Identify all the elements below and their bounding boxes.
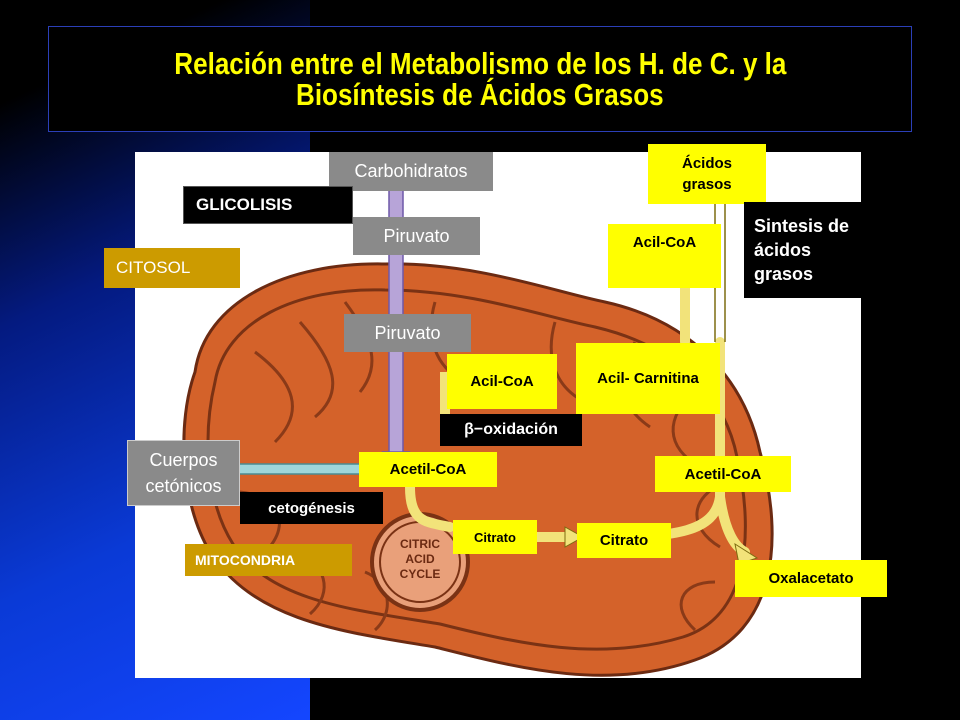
acetil-coa-mitochondria-label: Acetil-CoA xyxy=(359,452,497,487)
cycle-text-2: ACID xyxy=(405,552,435,566)
oxalacetato-label: Oxalacetato xyxy=(735,560,887,597)
citrato-cytosol-label: Citrato xyxy=(577,523,671,558)
sintesis-label: Sintesis de ácidos grasos xyxy=(744,202,861,298)
citrate-arrowhead xyxy=(564,526,585,548)
cycle-text-3: CYCLE xyxy=(400,567,441,581)
glicolisis-label: GLICOLISIS xyxy=(183,186,353,224)
mitocondria-label: MITOCONDRIA xyxy=(185,544,352,576)
acil-carnitina-label: Acil- Carnitina xyxy=(576,343,720,414)
cetogenesis-label: cetogénesis xyxy=(240,492,383,524)
citrato-mitochondria-label: Citrato xyxy=(453,520,537,554)
title-line-1: Relación entre el Metabolismo de los H. … xyxy=(173,46,787,81)
citosol-label: CITOSOL xyxy=(104,248,240,288)
cuerpos-cetonicos-label: Cuerpos cetónicos xyxy=(127,440,240,506)
acetil-coa-cytosol-label: Acetil-CoA xyxy=(655,456,791,492)
beta-oxidacion-label: β−oxidación xyxy=(440,414,582,446)
acidos-grasos-label: Ácidos grasos xyxy=(648,144,766,204)
piruvato-cytosol-label: Piruvato xyxy=(353,217,480,255)
title-box: Relación entre el Metabolismo de los H. … xyxy=(48,26,912,132)
acil-coa-cytosol-label: Acil-CoA xyxy=(608,224,721,288)
carbohidratos-label: Carbohidratos xyxy=(329,152,493,191)
diagram-panel: CITRIC ACID CYCLE xyxy=(135,144,887,678)
title-line-2: Biosíntesis de Ácidos Grasos xyxy=(296,77,664,112)
ketogenesis-bar xyxy=(237,463,361,475)
acil-coa-mitochondria-label: Acil-CoA xyxy=(447,354,557,409)
cycle-text-1: CITRIC xyxy=(400,537,440,551)
piruvato-mitochondria-label: Piruvato xyxy=(344,314,471,352)
